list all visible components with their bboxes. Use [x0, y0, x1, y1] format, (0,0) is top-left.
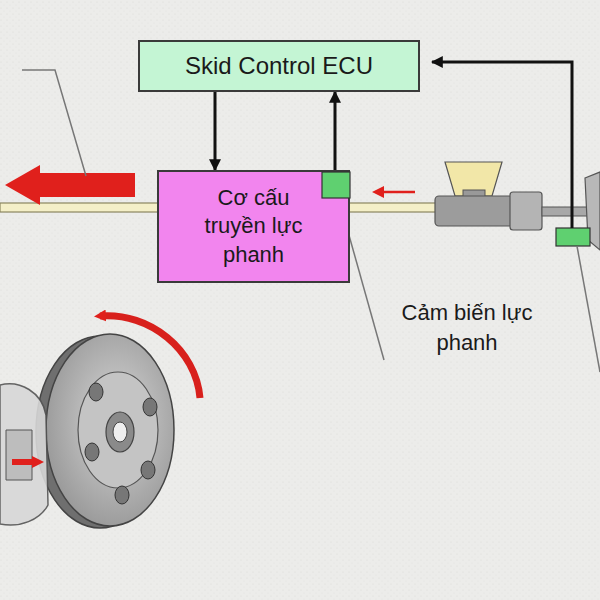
ecu-box: Skid Control ECU	[138, 40, 420, 92]
force-arrow	[378, 191, 415, 194]
leader-line	[22, 70, 86, 176]
leader-line	[577, 246, 600, 372]
rotation-arrow	[100, 316, 200, 398]
box-text: Cơ cấu truyền lực phanh	[191, 184, 316, 270]
brake-disc	[36, 334, 174, 528]
force-arrow	[12, 459, 38, 465]
signal-arrow	[214, 92, 217, 170]
brake-pad	[6, 430, 32, 480]
box-text: Skid Control ECU	[185, 50, 373, 81]
part-label: Cảm biến lực phanh	[392, 298, 542, 357]
master-cylinder	[435, 162, 600, 230]
pedal-sensor	[556, 228, 590, 246]
signal-arrow	[334, 92, 337, 170]
brake-caliper	[0, 384, 48, 525]
force-arrow	[5, 165, 135, 205]
process-box: Cơ cấu truyền lực phanh	[157, 170, 350, 283]
signal-wire	[432, 62, 572, 228]
